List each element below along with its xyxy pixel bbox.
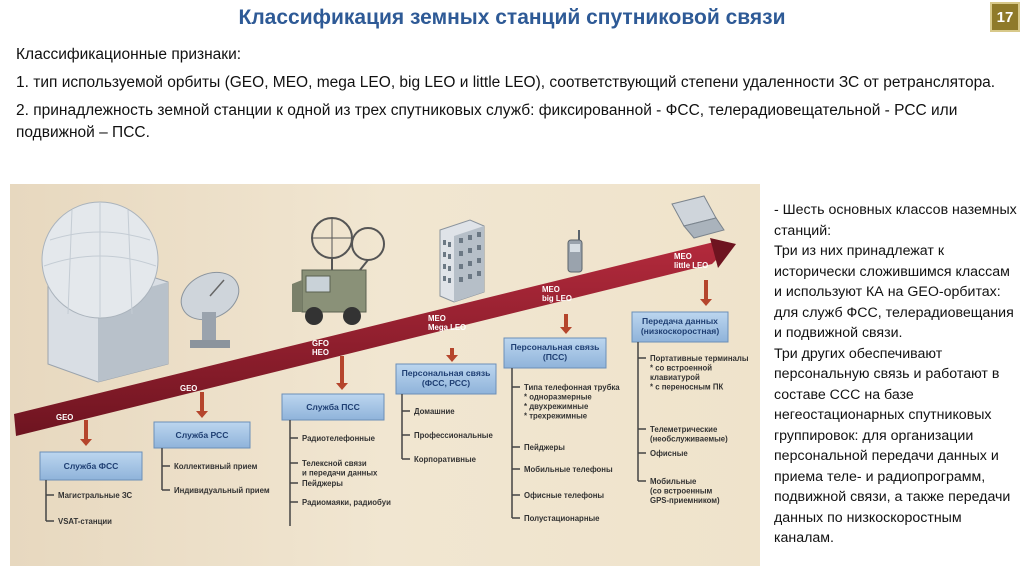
intro-point-1: 1. тип используемой орбиты (GEO, MEO, me… (16, 74, 996, 91)
description-paragraph-3: Три других обеспечивают персональную свя… (774, 345, 1011, 547)
service-box-label: Персональная связь(ФСС, РСС) (402, 368, 491, 388)
class-column-1: GEO Служба ФСС Магистральные ЗС VSAT-станци… (39, 413, 143, 526)
radome-building-icon (41, 201, 169, 383)
station-type-item: Магистральные ЗС (58, 491, 133, 500)
station-type-item: Типа телефонная трубка* одноразмерные* д… (524, 383, 620, 421)
station-type-item: VSAT-станции (58, 517, 112, 526)
station-type-item: Пейджеры (302, 479, 343, 488)
station-type-item: Полустационарные (524, 514, 600, 523)
office-building-icon (439, 219, 485, 303)
service-box-label: Служба ПСС (306, 402, 360, 412)
service-box-label: Служба РСС (176, 430, 229, 440)
service-box (281, 393, 385, 421)
service-box (153, 421, 251, 449)
station-type-item: Офисные (650, 449, 688, 458)
service-box (395, 363, 497, 395)
slide-title: Классификация земных станций спутниковой… (238, 6, 786, 29)
intro-text: Классификационные признаки: 1. тип испол… (16, 44, 1016, 150)
page-number-badge: 17 (990, 2, 1020, 32)
service-box-label: Служба ФСС (64, 461, 119, 471)
intro-point-2: 2. принадлежность земной станции к одной… (16, 102, 958, 141)
satellite-dish-icon (180, 271, 240, 348)
mobile-phone-icon (567, 230, 583, 273)
infographic-canvas: GEO Служба ФСС Магистральные ЗС VSAT-станци… (14, 195, 749, 526)
station-type-item: Радиотелефонные (302, 434, 376, 443)
station-type-item: Корпоративные (414, 455, 477, 464)
station-type-item: Коллективный прием (174, 462, 258, 471)
laptop-terminal-icon (671, 195, 725, 239)
station-type-item: Пейджеры (524, 443, 565, 452)
description-paragraph-1: - Шесть основных классов наземных станци… (774, 202, 1017, 239)
description-panel: - Шесть основных классов наземных станци… (774, 200, 1020, 549)
orbit-label: GEO (56, 413, 73, 422)
description-paragraph-2: Три из них принадлежат к исторически сло… (774, 243, 1014, 341)
service-box (39, 451, 143, 481)
service-box (631, 311, 729, 343)
station-type-item: Офисные телефоны (524, 491, 604, 500)
station-type-item: Телеметрические(необслуживаемые) (650, 425, 728, 444)
station-type-item: Мобильные телефоны (524, 465, 613, 474)
station-type-item: Профессиональные (414, 431, 493, 440)
service-box-label: Персональная связь(ПСС) (511, 342, 600, 362)
class-column-2: GEO Служба РСС Коллективный приемИндивидуа… (153, 384, 270, 495)
classification-infographic: GEO Служба ФСС Магистральные ЗС VSAT-станци… (10, 184, 760, 566)
station-type-item: Домашние (414, 407, 455, 416)
service-box-label: Передача данных(низкоскоростная) (641, 316, 720, 336)
station-type-item: Индивидуальный прием (174, 486, 270, 495)
mobile-truck-icon (292, 217, 385, 325)
service-box (503, 337, 607, 369)
intro-heading: Классификационные признаки: (16, 46, 242, 63)
timeline-arrow (14, 242, 722, 436)
orbit-label: GEO (180, 384, 197, 393)
station-type-item: Радиомаяки, радиобуи (302, 498, 391, 507)
